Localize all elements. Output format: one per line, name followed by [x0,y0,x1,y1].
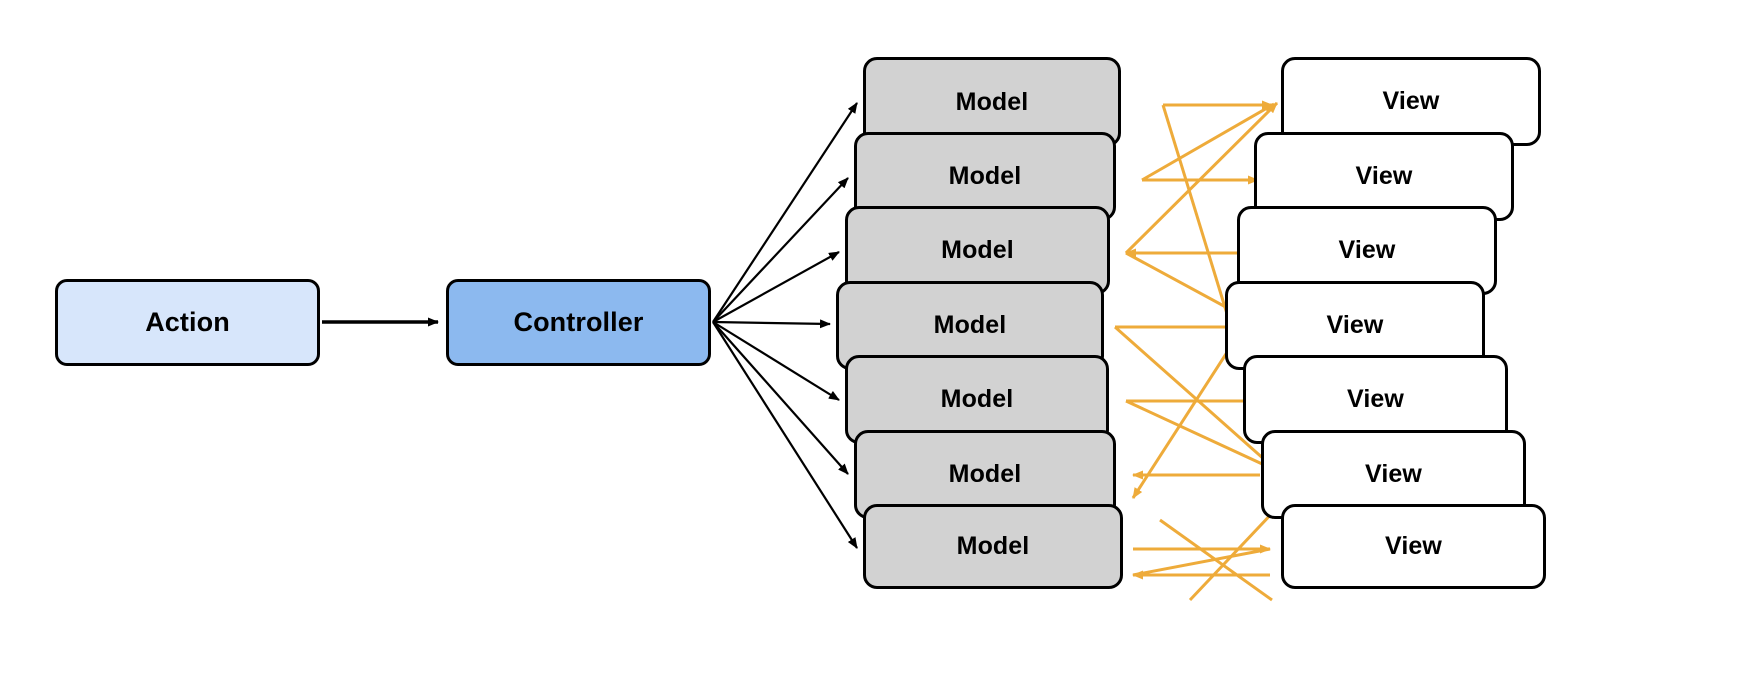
node-model-7[interactable]: Model [863,504,1123,589]
node-model-label: Model [948,460,1022,488]
node-model-label: Model [955,87,1029,116]
node-view-label: View [1385,532,1442,560]
node-view-label: View [1382,87,1440,115]
node-view-label: View [1338,236,1396,264]
node-view-7[interactable]: View [1281,504,1546,589]
node-view-label: View [1347,385,1404,413]
node-model-label: Model [933,311,1007,339]
node-controller[interactable]: Controller [446,279,711,366]
node-model-label: Model [940,385,1014,413]
node-model-label: Model [948,162,1022,190]
node-view-label: View [1365,460,1422,488]
model-view-binding-arrows [1114,100,1287,602]
controller-to-models-arrows [712,102,858,549]
node-view-label: View [1326,311,1384,339]
node-model-label: Model [956,532,1030,560]
node-action-label: Action [145,307,230,337]
node-model-label: Model [941,236,1014,264]
node-action[interactable]: Action [55,279,320,366]
node-controller-label: Controller [513,307,644,337]
node-view-label: View [1355,162,1413,190]
